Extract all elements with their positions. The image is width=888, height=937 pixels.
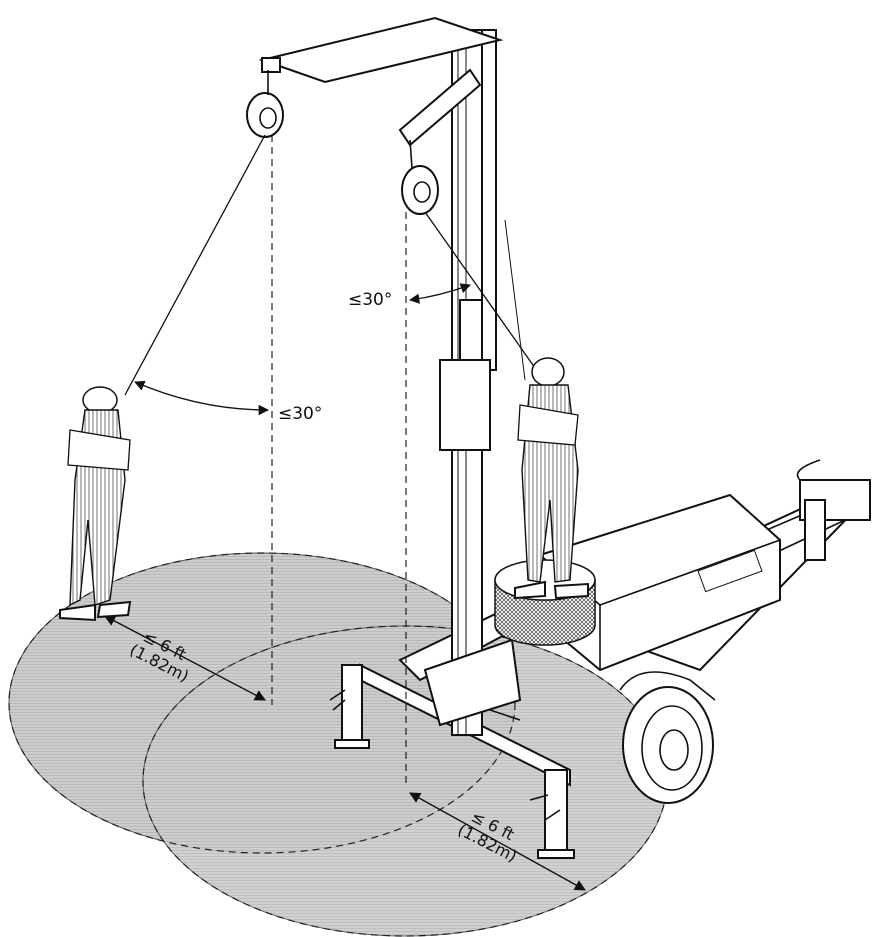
fall-zone-right: [142, 625, 668, 937]
distance-arrow-left: [104, 615, 266, 701]
angle-arc-left: [134, 380, 270, 416]
srl-right: [401, 139, 439, 215]
fall-zone-left-outline: [8, 552, 516, 854]
worker-right: [514, 357, 589, 600]
mast: [423, 29, 522, 736]
boom: [258, 16, 504, 147]
trailer: [539, 459, 871, 804]
lifeline-left: [124, 134, 266, 396]
angle-label-right: ≤30°: [348, 290, 392, 310]
weight-drum: [494, 559, 596, 646]
worker-left: [59, 386, 132, 622]
angle-label-left: ≤30°: [278, 404, 322, 424]
srl-left: [246, 70, 284, 138]
angle-arc-right: [408, 283, 471, 304]
trailer-wheel: [622, 686, 714, 804]
distance-arrow-right: [409, 792, 586, 891]
